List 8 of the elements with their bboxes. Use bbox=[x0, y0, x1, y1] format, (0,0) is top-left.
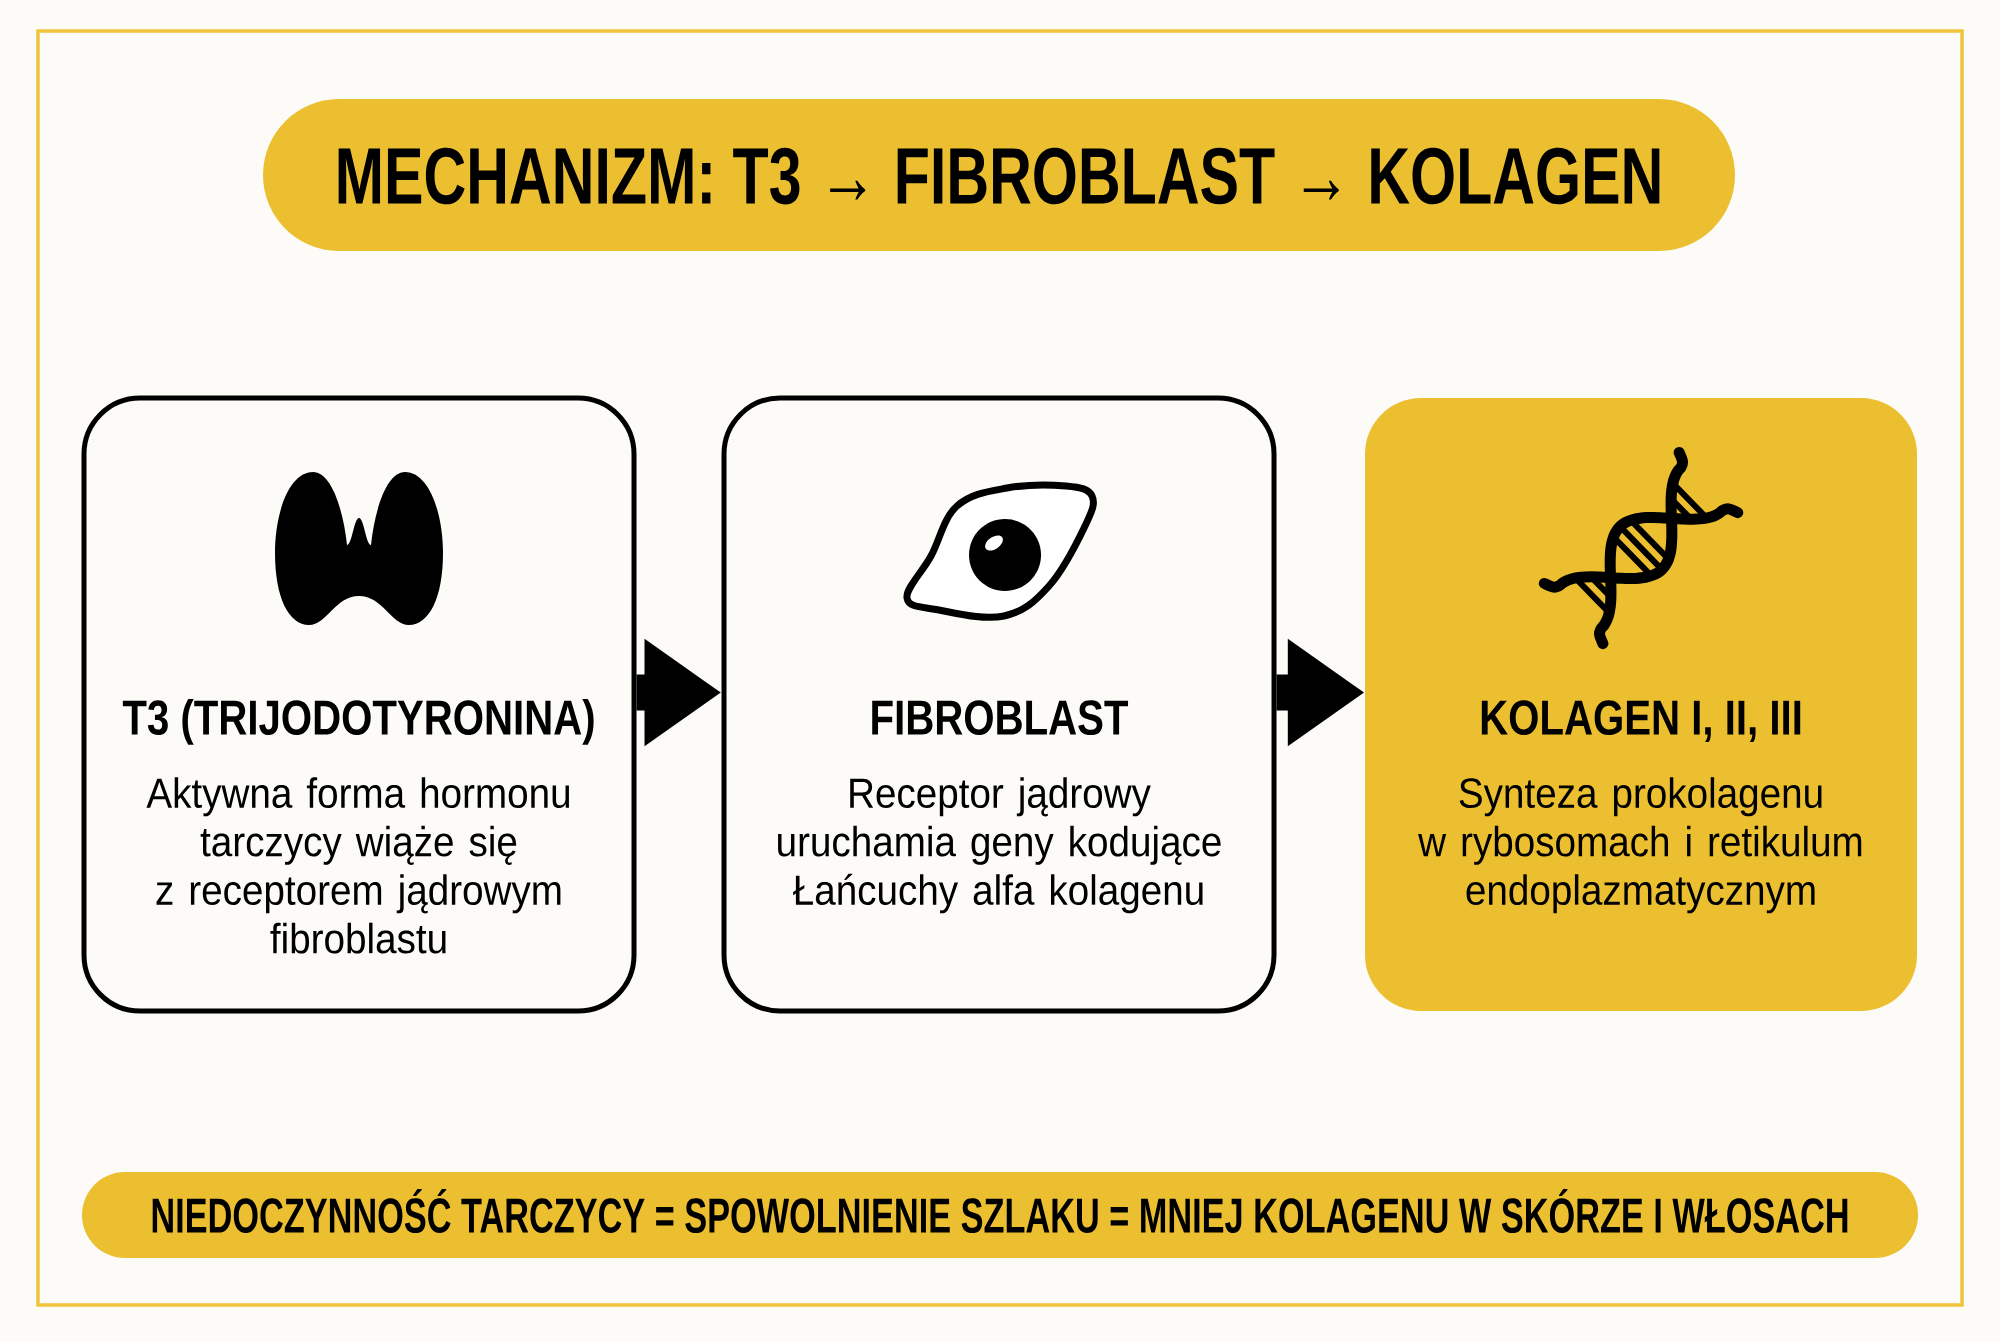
step-heading: KOLAGEN I, II, III bbox=[1481, 700, 1801, 743]
summary-banner: NIEDOCZYNNOŚĆ TARCZYCY = SPOWOLNIENIE SZLAKU = MNIEJ KOLAGENU W SKÓRZE I WŁOSACH bbox=[82, 1172, 1918, 1258]
title-banner: MECHANIZM: T3 → FIBROBLAST → KOLAGEN bbox=[263, 99, 1735, 251]
step-heading: FIBROBLAST bbox=[872, 700, 1129, 735]
step-description: Receptor jądrowy uruchamia geny kodujące Łańcuchy alfa kolagenu bbox=[778, 777, 1221, 914]
step-heading: T3 (TRIJODOTYRONINA) bbox=[122, 699, 594, 745]
step-description: Aktywna forma hormonu tarczycy wiąże się z receptorem jądrowym fibroblastu bbox=[146, 777, 570, 954]
step-description: Synteza prokolagenu w rybosomach i retikulum endoplazmatycznym bbox=[1418, 777, 1862, 914]
